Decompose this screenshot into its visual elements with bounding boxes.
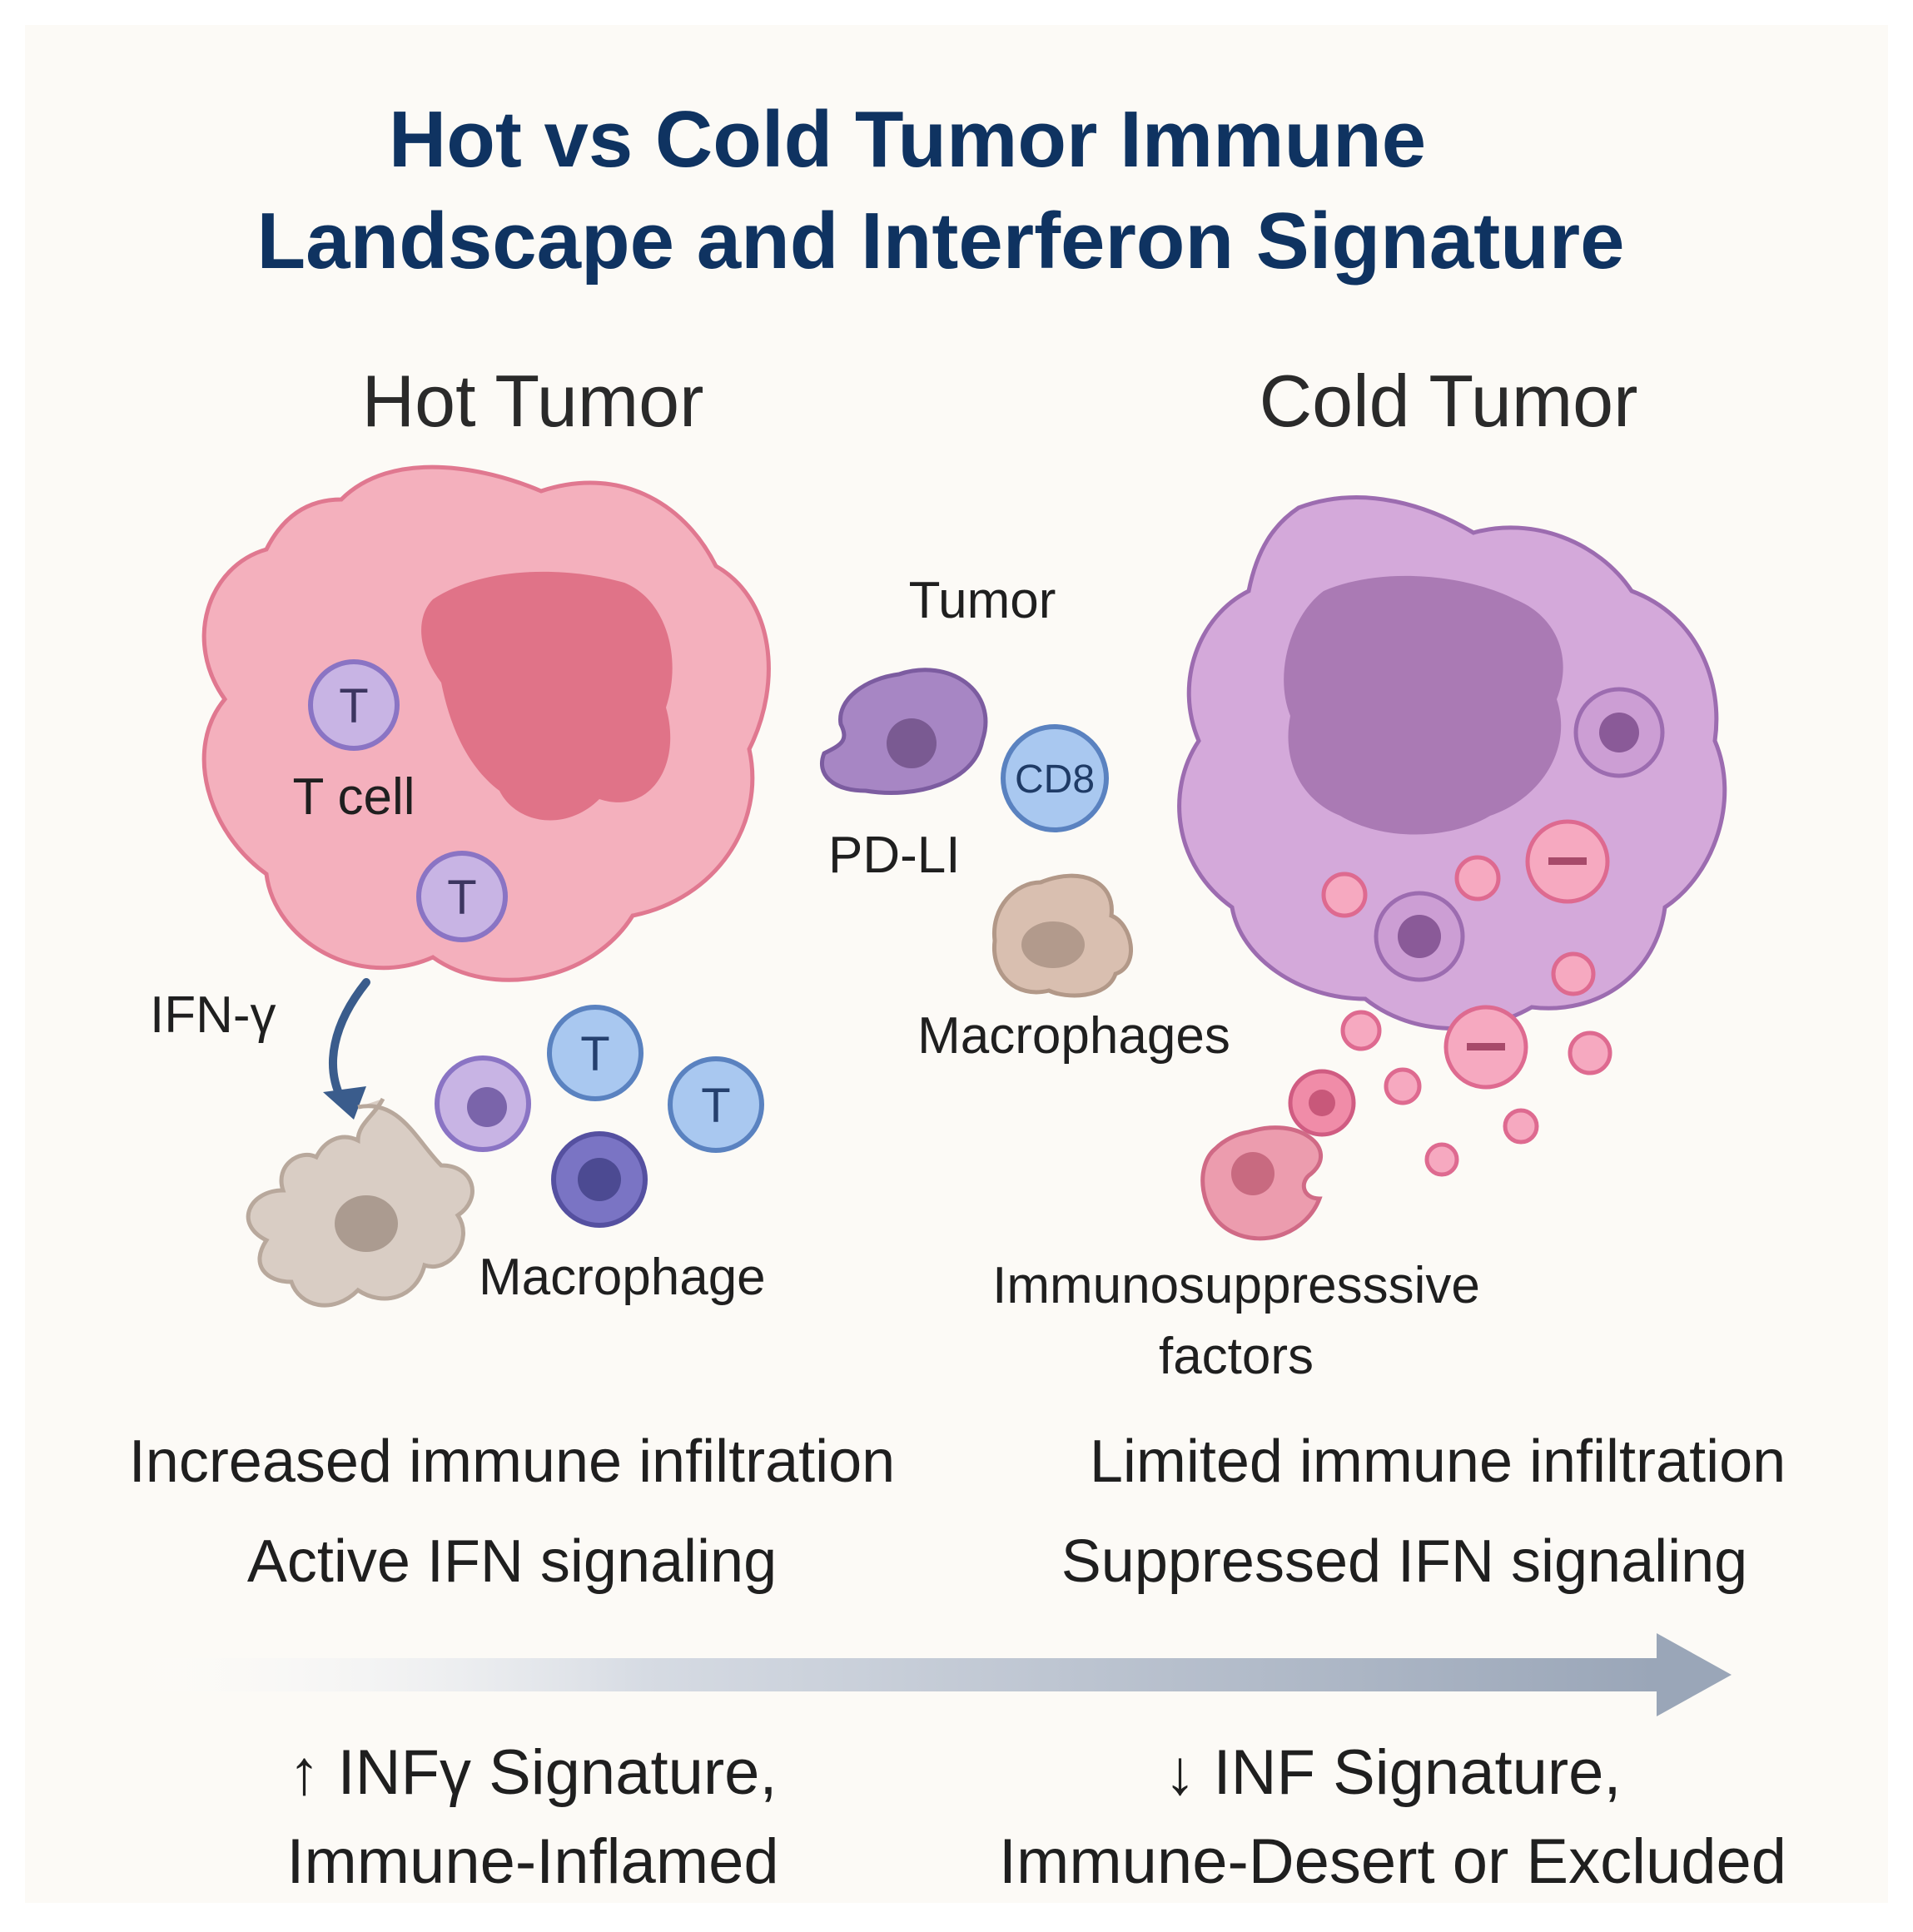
hot-signature-line-2: Immune-Inflamed bbox=[286, 1826, 778, 1897]
t-cell-1: T bbox=[308, 659, 400, 751]
hot-feature-2: Active IFN signaling bbox=[247, 1528, 777, 1595]
t-cell-blue-2-letter: T bbox=[701, 1079, 730, 1133]
ifn-arrow-head bbox=[323, 1086, 366, 1120]
suppressive-macrophage bbox=[1200, 1125, 1324, 1241]
hot-macrophage-cell bbox=[246, 1097, 475, 1308]
macrophages-label: Macrophages bbox=[917, 1007, 1230, 1065]
suppressive-factor-minus-1 bbox=[1525, 819, 1610, 904]
immunosuppressive-line-1: Immunosuppresssive bbox=[992, 1257, 1480, 1314]
suppressive-cell-pink bbox=[1288, 1069, 1356, 1137]
hot-signature-line-1: ↑ INFγ Signature, bbox=[288, 1737, 777, 1808]
t-cell-label: T cell bbox=[292, 768, 415, 826]
cold-feature-2: Suppressed IFN signaling bbox=[1061, 1528, 1747, 1595]
cold-tumor-nucleus bbox=[1284, 575, 1563, 835]
spectrum-arrow bbox=[100, 1633, 1732, 1716]
hot-feature-1: Increased immune infiltration bbox=[129, 1428, 895, 1495]
pdl1-label: PD-LI bbox=[828, 827, 960, 884]
t-cell-2-letter: T bbox=[447, 871, 476, 925]
t-cell-blue-1-letter: T bbox=[580, 1027, 609, 1081]
title-line-2: Landscape and Interferon Signature bbox=[257, 196, 1625, 286]
hot-tumor-heading: Hot Tumor bbox=[362, 360, 704, 442]
cd8-cell: CD8 bbox=[1001, 724, 1109, 832]
ifn-gamma-label: IFN-γ bbox=[150, 986, 276, 1044]
cold-inner-cell-2 bbox=[1374, 891, 1465, 982]
hot-tumor-cell bbox=[201, 464, 771, 982]
t-cell-1-letter: T bbox=[339, 679, 368, 733]
middle-macrophage-cell bbox=[991, 873, 1133, 998]
hot-tumor-nucleus bbox=[421, 571, 673, 821]
suppressive-factor-minus-2 bbox=[1443, 1005, 1528, 1090]
t-cell-2: T bbox=[416, 851, 508, 942]
macrophage-label: Macrophage bbox=[479, 1249, 766, 1306]
cold-feature-1: Limited immune infiltration bbox=[1090, 1428, 1786, 1495]
immune-cell-dark bbox=[551, 1131, 648, 1228]
pdl1-tumor-cell bbox=[820, 668, 988, 795]
hot-macrophage-nucleus bbox=[335, 1195, 398, 1252]
immunosuppressive-line-2: factors bbox=[1159, 1328, 1314, 1385]
cold-tumor-heading: Cold Tumor bbox=[1260, 360, 1638, 442]
cd8-label: CD8 bbox=[1015, 757, 1095, 802]
cold-signature-line-1: ↓ INF Signature, bbox=[1164, 1737, 1621, 1808]
t-cell-blue-2: T bbox=[668, 1056, 764, 1153]
title-line-1: Hot vs Cold Tumor Immune bbox=[389, 95, 1426, 184]
cold-signature-line-2: Immune-Desert or Excluded bbox=[999, 1826, 1786, 1897]
immune-cell-purple bbox=[435, 1055, 531, 1152]
tumor-label: Tumor bbox=[909, 572, 1056, 629]
t-cell-blue-1: T bbox=[547, 1005, 643, 1101]
cold-inner-cell-1 bbox=[1573, 687, 1665, 778]
ifn-arrow-shaft bbox=[329, 978, 370, 1103]
suppressive-factor-dots bbox=[1321, 855, 1612, 1177]
